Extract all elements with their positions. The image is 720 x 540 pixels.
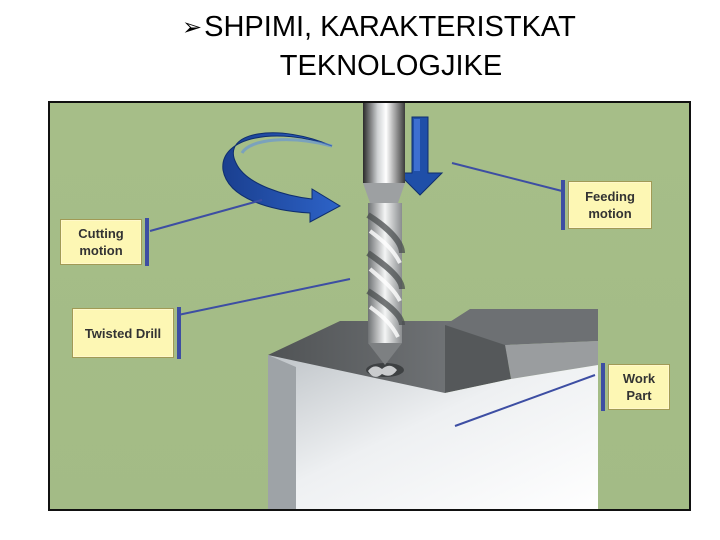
leader-feeding-motion [451,162,563,192]
twist-drill-icon [363,103,405,365]
leader-work-part [454,374,596,427]
leader-cutting-motion [149,199,263,232]
title-line-1: SHPIMI, KARAKTERISTKAT [204,11,576,43]
down-arrow-icon [396,116,444,196]
label-twisted-drill-text: Twisted Drill [84,325,162,341]
slide-title: ➢ SHPIMI, KARAKTERISTKAT TEKNOLOGJIKE [0,8,720,86]
diagram-canvas [50,103,689,509]
drilling-diagram: Cutting motion Twisted Drill Feeding mot… [48,101,691,511]
leader-lines [149,162,596,427]
title-line-2: TEKNOLOGJIKE [279,50,503,82]
leader-twisted-drill [177,278,351,316]
work-block-icon [268,309,598,509]
label-feeding-motion-text: Feeding motion [585,189,635,221]
label-work-part: Work Part [601,363,670,411]
label-twisted-drill: Twisted Drill [72,307,181,359]
arrowhead-bullet-icon: ➢ [182,14,203,41]
rotation-arrow-icon [222,132,342,223]
label-cutting-motion: Cutting motion [60,218,149,266]
label-work-part-text: Work Part [622,371,656,403]
label-cutting-motion-text: Cutting motion [78,226,124,258]
label-feeding-motion: Feeding motion [561,180,652,230]
